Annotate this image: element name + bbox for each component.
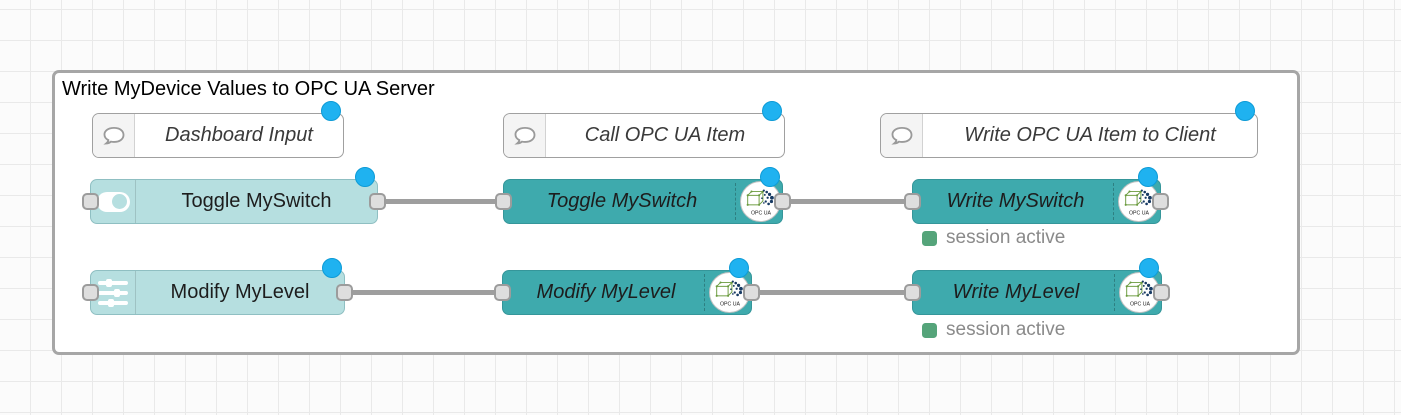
output-port[interactable]	[369, 193, 386, 210]
changed-indicator	[1235, 101, 1255, 121]
svg-text:OPC UA: OPC UA	[1129, 301, 1150, 307]
comment-node-call-opcua-item[interactable]: Call OPC UA Item	[503, 101, 785, 158]
wire-call-to-write-level[interactable]	[752, 290, 915, 295]
input-port[interactable]	[904, 284, 921, 301]
status-dot-green	[922, 322, 937, 338]
wire-modify-to-call[interactable]	[345, 290, 505, 295]
input-port[interactable]	[494, 284, 511, 301]
comment-label: Write OPC UA Item to Client	[964, 124, 1216, 146]
wire-toggle-to-call[interactable]	[378, 199, 508, 204]
badge-separator	[1114, 274, 1115, 311]
toggle-switch-icon	[96, 191, 130, 212]
node-write-myswitch-client[interactable]: Write MySwitch OPC UA	[904, 167, 1169, 224]
node-icon-box	[91, 271, 136, 314]
comment-label: Call OPC UA Item	[584, 124, 746, 146]
output-port[interactable]	[743, 284, 760, 301]
node-write-mylevel-client[interactable]: Write MyLevel OPC UA	[904, 258, 1170, 315]
svg-text:OPC UA: OPC UA	[719, 301, 740, 307]
changed-indicator	[1138, 167, 1158, 187]
node-modify-mylevel-opcua-item[interactable]: Modify MyLevel OPC UA	[494, 258, 760, 315]
node-icon-box	[91, 180, 136, 223]
sliders-icon	[98, 278, 128, 307]
status-text: session active	[946, 319, 1066, 340]
node-label: Write MySwitch	[946, 190, 1085, 212]
node-modify-mylevel-dashboard[interactable]: Modify MyLevel	[82, 258, 353, 315]
badge-separator	[735, 183, 736, 220]
node-label: Modify MyLevel	[536, 281, 676, 303]
node-toggle-myswitch-dashboard[interactable]: Toggle MySwitch	[82, 167, 386, 224]
input-port[interactable]	[495, 193, 512, 210]
comment-icon-box	[881, 114, 923, 157]
input-port[interactable]	[82, 193, 99, 210]
output-port[interactable]	[336, 284, 353, 301]
node-status: session active	[922, 227, 1065, 249]
changed-indicator	[321, 101, 341, 121]
node-label: Write MyLevel	[952, 281, 1080, 303]
output-port[interactable]	[774, 193, 791, 210]
node-label: Modify MyLevel	[170, 281, 310, 303]
changed-indicator	[762, 101, 782, 121]
comment-icon-box	[504, 114, 546, 157]
changed-indicator	[355, 167, 375, 187]
changed-indicator	[760, 167, 780, 187]
node-status: session active	[922, 319, 1065, 341]
speech-bubble-icon	[890, 126, 912, 145]
opcua-logo-icon: OPC UA	[746, 189, 774, 216]
input-port[interactable]	[904, 193, 921, 210]
node-label: Toggle MySwitch	[546, 190, 698, 212]
badge-separator	[1113, 183, 1114, 220]
status-dot-green	[922, 230, 937, 246]
changed-indicator	[322, 258, 342, 278]
status-text: session active	[946, 227, 1066, 248]
comment-node-write-opcua-item[interactable]: Write OPC UA Item to Client	[880, 101, 1258, 158]
group-title: Write MyDevice Values to OPC UA Server	[62, 78, 435, 100]
output-port[interactable]	[1152, 193, 1169, 210]
comment-label: Dashboard Input	[165, 124, 313, 146]
speech-bubble-icon	[102, 126, 124, 145]
node-label: Toggle MySwitch	[181, 190, 332, 212]
opcua-logo-icon: OPC UA	[1125, 280, 1153, 307]
speech-bubble-icon	[513, 126, 535, 145]
changed-indicator	[1139, 258, 1159, 278]
wire-call-to-write-switch[interactable]	[783, 199, 915, 204]
comment-icon-box	[93, 114, 135, 157]
input-port[interactable]	[82, 284, 99, 301]
comment-node-dashboard-input[interactable]: Dashboard Input	[92, 101, 344, 158]
badge-separator	[704, 274, 705, 311]
node-toggle-myswitch-opcua-item[interactable]: Toggle MySwitch OPC UA	[495, 167, 791, 224]
changed-indicator	[729, 258, 749, 278]
opcua-logo-icon: OPC UA	[1124, 189, 1152, 216]
svg-text:OPC UA: OPC UA	[750, 210, 771, 216]
output-port[interactable]	[1153, 284, 1170, 301]
opcua-logo-icon: OPC UA	[715, 280, 743, 307]
svg-text:OPC UA: OPC UA	[1128, 210, 1149, 216]
opcua-badge: OPC UA	[709, 272, 750, 313]
